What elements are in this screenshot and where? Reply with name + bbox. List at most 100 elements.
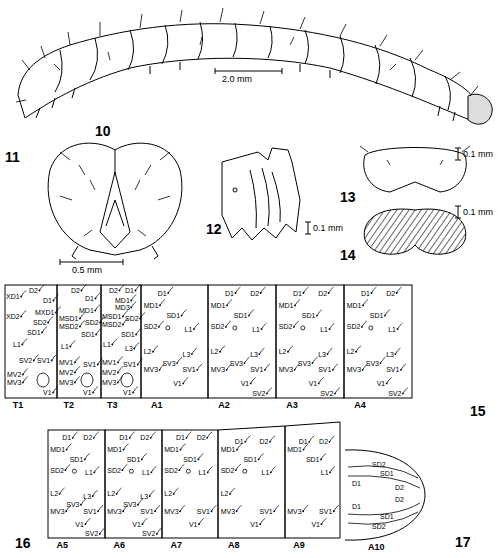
seta-label: D1 [299, 438, 308, 445]
seta-label: V1 [123, 389, 132, 396]
larva-legs [36, 62, 455, 121]
seta-label: L1 [103, 341, 111, 348]
figure-number: 14 [340, 248, 356, 262]
seta-label: SD2 [347, 323, 361, 330]
seta-label: SD1 [243, 456, 257, 463]
seta [186, 432, 191, 438]
seta [85, 518, 90, 524]
seta-label: D2 [395, 496, 404, 503]
figure-number: 17 [455, 535, 471, 549]
seta-label: SD1 [183, 456, 197, 463]
seta [131, 302, 136, 308]
segment-box [285, 422, 340, 538]
seta [220, 346, 225, 352]
seta-label: V1 [377, 380, 386, 387]
seta [261, 323, 266, 329]
seta-label: L1 [61, 343, 69, 350]
seta [327, 348, 332, 354]
seta-label: SV1 [123, 361, 136, 368]
seta [65, 464, 70, 470]
seta [259, 453, 264, 459]
seta [183, 377, 188, 383]
seta [244, 357, 249, 363]
seta [329, 323, 334, 329]
seta-label: D1 [125, 287, 134, 294]
seta-label: MD1 [347, 302, 362, 309]
seta [321, 518, 326, 524]
seta-label: L1 [198, 469, 206, 476]
seta [21, 311, 26, 317]
seta [130, 432, 135, 438]
seta [118, 357, 123, 363]
seta-label: SD2 [144, 323, 158, 330]
seta-label: MXD1 [35, 309, 54, 316]
seta-label: MV3 [164, 508, 178, 515]
seta [133, 387, 138, 393]
scale-label: 0.1 mm [313, 224, 343, 233]
seta [142, 518, 147, 524]
seta [397, 287, 402, 293]
seta [329, 287, 334, 293]
seta [150, 490, 155, 496]
seta [261, 287, 266, 293]
seta-label: SD1 [302, 312, 316, 319]
scale-bar [305, 222, 311, 234]
head-setae [60, 152, 170, 236]
seta-label: V1 [311, 521, 320, 528]
seta-label: MD1 [287, 446, 302, 453]
seta [319, 377, 324, 383]
segment-name: T3 [107, 401, 118, 410]
seta-label: V1 [132, 521, 141, 528]
seta-label: SV2 [388, 390, 401, 397]
seta-label: L2 [347, 348, 355, 355]
seta-label: L3 [386, 351, 394, 358]
segment-name: A10 [368, 543, 385, 552]
seta [317, 310, 322, 316]
seta [227, 299, 232, 305]
seta-label: MV3 [144, 366, 158, 373]
larva-setae [16, 8, 478, 102]
seta [73, 432, 78, 438]
seta [155, 505, 160, 511]
seta [179, 464, 184, 470]
seta [197, 364, 202, 370]
seta-label: L1 [321, 469, 329, 476]
a10-outline [345, 450, 425, 540]
seta-label: D2 [140, 434, 149, 441]
seta [48, 317, 53, 323]
seta [288, 346, 293, 352]
seta [294, 321, 299, 327]
larva-segments [55, 22, 450, 110]
seta-label: MV2 [102, 369, 116, 376]
spiracle [72, 469, 76, 473]
seta [124, 444, 129, 450]
seta-label: D2 [319, 438, 328, 445]
seta [23, 369, 28, 375]
seta-label: MV1 [102, 359, 116, 366]
seta-label: D1 [119, 434, 128, 441]
larva-body [18, 24, 474, 120]
seta [112, 339, 117, 345]
coxa-outline [121, 373, 133, 387]
seta [312, 357, 317, 363]
frons [100, 150, 130, 248]
segment-box [5, 285, 57, 398]
coxa-outline [37, 373, 49, 387]
seta-label: MD1 [279, 302, 294, 309]
antennae [72, 246, 158, 259]
seta [138, 359, 143, 365]
seta-label: SD1 [27, 329, 41, 336]
segment-name: A7 [170, 541, 182, 550]
seta-label: MV3 [59, 379, 73, 386]
seta-label: SV2 [142, 530, 155, 537]
seta-label: MD1 [115, 297, 130, 304]
seta-label: V1 [250, 521, 259, 528]
segment-box [344, 285, 412, 398]
spiracle [233, 326, 237, 330]
seta [385, 310, 390, 316]
seta [362, 321, 367, 327]
segment-name: A6 [114, 541, 126, 550]
figure-number: 10 [95, 124, 111, 138]
seta [157, 528, 162, 534]
spiracle [166, 326, 170, 330]
